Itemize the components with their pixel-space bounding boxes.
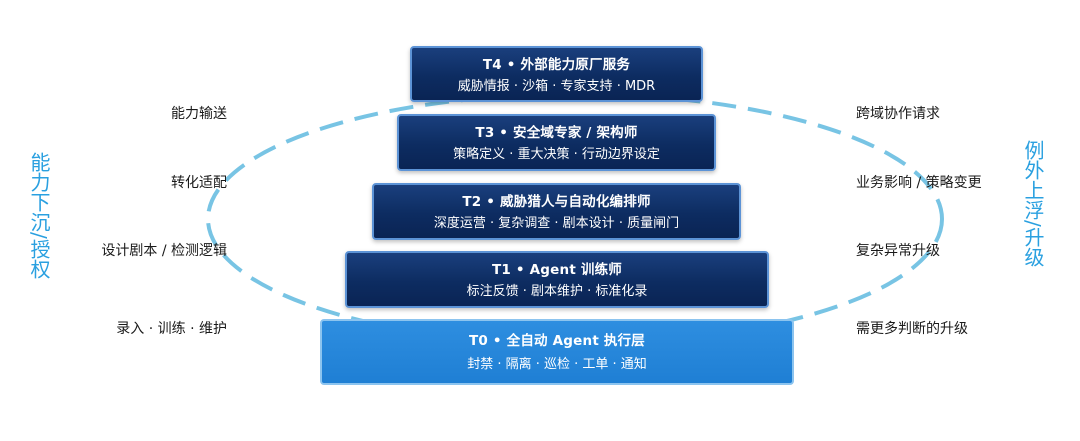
right-label-3: 复杂异常升级 (856, 243, 940, 259)
left-label-4: 录入 · 训练 · 维护 (116, 321, 227, 337)
tier-t3: T3 • 安全域专家 / 架构师 策略定义 · 重大决策 · 行动边界设定 (397, 114, 716, 171)
tier-t3-subtitle: 策略定义 · 重大决策 · 行动边界设定 (453, 147, 660, 162)
right-label-4: 需更多判断的升级 (856, 321, 968, 337)
tier-t0-title: T0 • 全自动 Agent 执行层 (469, 333, 645, 349)
left-label-1: 能力输送 (171, 106, 227, 122)
right-label-1: 跨域协作请求 (856, 106, 940, 122)
tier-t1: T1 • Agent 训练师 标注反馈 · 剧本维护 · 标准化录 (345, 251, 769, 308)
left-vertical-title: 能力下沉/授权 (27, 152, 51, 279)
tier-t4-subtitle: 威胁情报 · 沙箱 · 专家支持 · MDR (457, 79, 656, 94)
tier-t2-subtitle: 深度运营 · 复杂调查 · 剧本设计 · 质量闸门 (433, 216, 680, 231)
tier-t1-title: T1 • Agent 训练师 (492, 262, 622, 278)
right-vertical-title: 例外上浮/升级 (1021, 140, 1045, 267)
tier-t0-subtitle: 封禁 · 隔离 · 巡检 · 工单 · 通知 (467, 357, 647, 372)
left-label-3: 设计剧本 / 检测逻辑 (101, 243, 227, 259)
tier-t1-subtitle: 标注反馈 · 剧本维护 · 标准化录 (466, 284, 648, 299)
tier-t4: T4 • 外部能力原厂服务 威胁情报 · 沙箱 · 专家支持 · MDR (410, 46, 703, 102)
left-label-2: 转化适配 (171, 175, 227, 191)
right-label-2: 业务影响 / 策略变更 (856, 175, 982, 191)
tier-t0: T0 • 全自动 Agent 执行层 封禁 · 隔离 · 巡检 · 工单 · 通… (320, 319, 794, 385)
tier-t2: T2 • 威胁猎人与自动化编排师 深度运营 · 复杂调查 · 剧本设计 · 质量… (372, 183, 741, 240)
tier-t3-title: T3 • 安全域专家 / 架构师 (475, 125, 638, 141)
tier-t4-title: T4 • 外部能力原厂服务 (482, 57, 631, 73)
tier-t2-title: T2 • 威胁猎人与自动化编排师 (462, 194, 651, 210)
